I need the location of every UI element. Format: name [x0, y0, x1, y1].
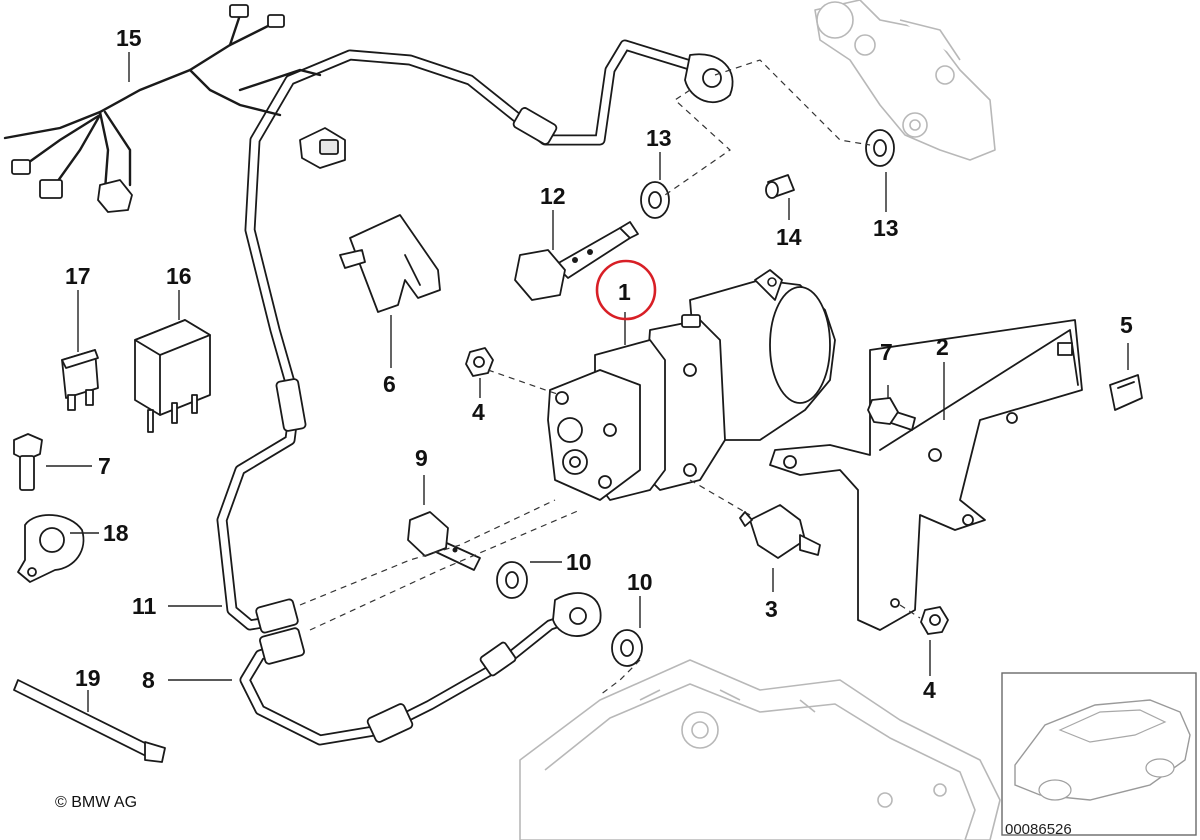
callout-18[interactable]: 18: [103, 520, 129, 546]
vehicle-reference-box: 00086526: [1001, 672, 1197, 838]
relay-16: [134, 319, 211, 433]
banjo-bolt-9: [407, 511, 481, 571]
callout-15[interactable]: 15: [116, 25, 142, 51]
callout-8[interactable]: 8: [142, 667, 155, 693]
leader-lines: [46, 52, 1129, 712]
callout-13-right[interactable]: 13: [873, 215, 899, 241]
rubber-mount-3: [739, 504, 821, 559]
cable-tie-19: [13, 679, 166, 763]
reference-number: 00086526: [1005, 821, 1072, 838]
highlight-circle: [595, 259, 657, 321]
callout-labels: 1 2 3 4 4 5 6 7 7 8 9 10 10 11 12 13 13 …: [65, 25, 1133, 703]
sealing-ring-13b: [865, 129, 895, 167]
nut-4a: [465, 347, 494, 377]
nut-4b: [920, 606, 949, 635]
bolt-7b: [867, 397, 916, 431]
valve-block-ghost: [814, 0, 996, 161]
sealing-ring-10b: [611, 629, 643, 667]
banjo-bolt-12: [514, 221, 639, 301]
callout-16[interactable]: 16: [166, 263, 192, 289]
callout-17[interactable]: 17: [65, 263, 91, 289]
hydraulic-pump-1[interactable]: [547, 269, 836, 501]
callout-19[interactable]: 19: [75, 665, 101, 691]
callout-9[interactable]: 9: [415, 445, 428, 471]
pressure-line-11: [216, 39, 734, 634]
fuse-17: [61, 349, 99, 411]
oil-pan-ghost: [519, 659, 1001, 840]
callout-7-left[interactable]: 7: [98, 453, 111, 479]
copyright-notice: © BMW AG: [55, 794, 137, 811]
callout-1[interactable]: 1: [618, 279, 631, 305]
callout-11[interactable]: 11: [132, 593, 157, 619]
callout-14[interactable]: 14: [776, 224, 802, 250]
bolt-7a: [13, 433, 43, 491]
mounting-bracket-2: [769, 319, 1083, 631]
callout-4-lower[interactable]: 4: [923, 677, 936, 703]
sealing-ring-10a: [496, 561, 528, 599]
callout-2[interactable]: 2: [936, 334, 949, 360]
grommet-5: [1109, 374, 1143, 411]
plug-14: [765, 174, 795, 199]
callout-5[interactable]: 5: [1120, 312, 1133, 338]
callout-4-upper[interactable]: 4: [472, 399, 485, 425]
callout-10-upper[interactable]: 10: [566, 549, 592, 575]
callout-10-lower[interactable]: 10: [627, 569, 653, 595]
assembly-lines: [299, 59, 921, 696]
callout-6[interactable]: 6: [383, 371, 396, 397]
callout-3[interactable]: 3: [765, 596, 778, 622]
wiring-harness-15: [3, 4, 346, 213]
bracket-6: [339, 214, 441, 313]
callout-12[interactable]: 12: [540, 183, 566, 209]
sealing-ring-13a: [640, 181, 670, 219]
callout-13-upper[interactable]: 13: [646, 125, 672, 151]
pressure-line-8: [239, 592, 602, 746]
callout-7-right[interactable]: 7: [880, 339, 893, 365]
pipe-clamp-18: [17, 514, 85, 583]
